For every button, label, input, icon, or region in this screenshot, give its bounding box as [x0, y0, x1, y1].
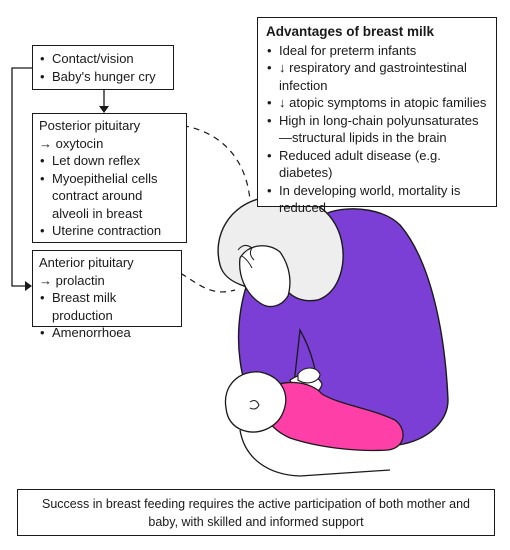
baby-ear: [249, 400, 260, 410]
baby-clothes: [260, 381, 404, 452]
posterior-hormone: → oxytocin: [39, 135, 104, 151]
advantage-item: ↓ atopic symptoms in atopic families: [266, 94, 488, 112]
anterior-item: Amenorrhoea: [39, 324, 175, 342]
mother-lap: [239, 429, 391, 477]
advantage-item: High in long-chain polyunsaturates—struc…: [266, 112, 488, 147]
stimuli-to-anterior-line: [11, 67, 32, 287]
anterior-pituitary-box: Anterior pituitary → prolactin Breast mi…: [32, 250, 182, 341]
posterior-pituitary-box: Posterior pituitary → oxytocin Let down …: [32, 113, 187, 243]
anterior-hormone: → prolactin: [39, 272, 105, 288]
posterior-dashed-link: [149, 123, 251, 201]
anterior-arrowhead: [25, 281, 32, 291]
advantages-box: Advantages of breast milk Ideal for pret…: [257, 17, 497, 215]
stimuli-box: Contact/vision Baby's hunger cry: [32, 45, 174, 90]
stimulus-item: Contact/vision: [39, 50, 167, 68]
advantage-item: Reduced adult disease (e.g. diabetes): [266, 147, 488, 182]
advantage-item: In developing world, mortality is reduce…: [266, 182, 488, 217]
stimulus-item: Baby's hunger cry: [39, 68, 167, 86]
baby-head: [224, 371, 287, 433]
baby-hand: [297, 367, 321, 384]
pituitary-sketch: [237, 244, 255, 269]
posterior-item: Let down reflex: [39, 152, 180, 170]
advantage-item: ↓ respiratory and gastrointestinal infec…: [266, 59, 488, 94]
advantages-title: Advantages of breast milk: [266, 24, 435, 39]
anterior-item: Breast milk production: [39, 289, 175, 324]
posterior-heading: Posterior pituitary: [39, 118, 141, 133]
success-statement-box: Success in breast feeding requires the a…: [17, 489, 495, 536]
success-statement: Success in breast feeding requires the a…: [41, 496, 471, 529]
stimuli-arrowhead: [99, 106, 109, 113]
advantage-item: Ideal for preterm infants: [266, 42, 488, 60]
posterior-item: Uterine contraction: [39, 222, 180, 240]
anterior-heading: Anterior pituitary: [39, 255, 134, 270]
mother-face: [239, 245, 291, 308]
posterior-item: Myoepithelial cells contract around alve…: [39, 170, 180, 223]
